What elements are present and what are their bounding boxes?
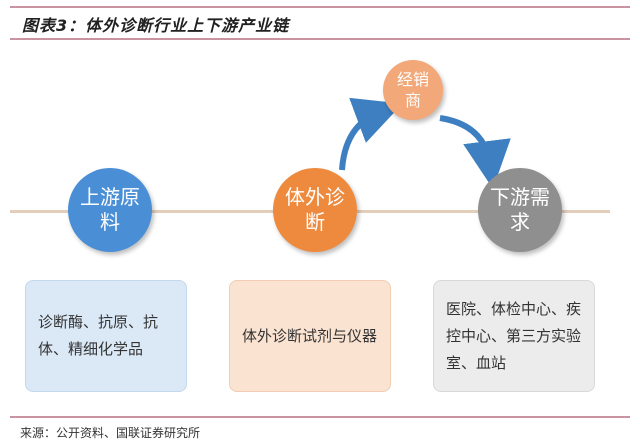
node-upstream: 上游原料 bbox=[68, 168, 152, 252]
node-distributor: 经销商 bbox=[383, 60, 443, 120]
figure-title: 图表3：体外诊断行业上下游产业链 bbox=[22, 16, 290, 35]
box-ivd: 体外诊断试剂与仪器 bbox=[229, 280, 391, 392]
title-rule bbox=[10, 38, 630, 40]
box-upstream: 诊断酶、抗原、抗体、精细化学品 bbox=[25, 280, 187, 392]
source-note: 来源：公开资料、国联证券研究所 bbox=[20, 426, 201, 440]
arrow-distributor-to-downstream bbox=[439, 115, 511, 189]
node-downstream: 下游需求 bbox=[478, 168, 562, 252]
box-downstream: 医院、体检中心、疾控中心、第三方实验室、血站 bbox=[433, 280, 595, 392]
node-ivd: 体外诊断 bbox=[273, 168, 357, 252]
arrow-ivd-to-distributor bbox=[339, 97, 403, 171]
top-rule bbox=[10, 6, 630, 8]
bottom-rule bbox=[10, 416, 630, 418]
